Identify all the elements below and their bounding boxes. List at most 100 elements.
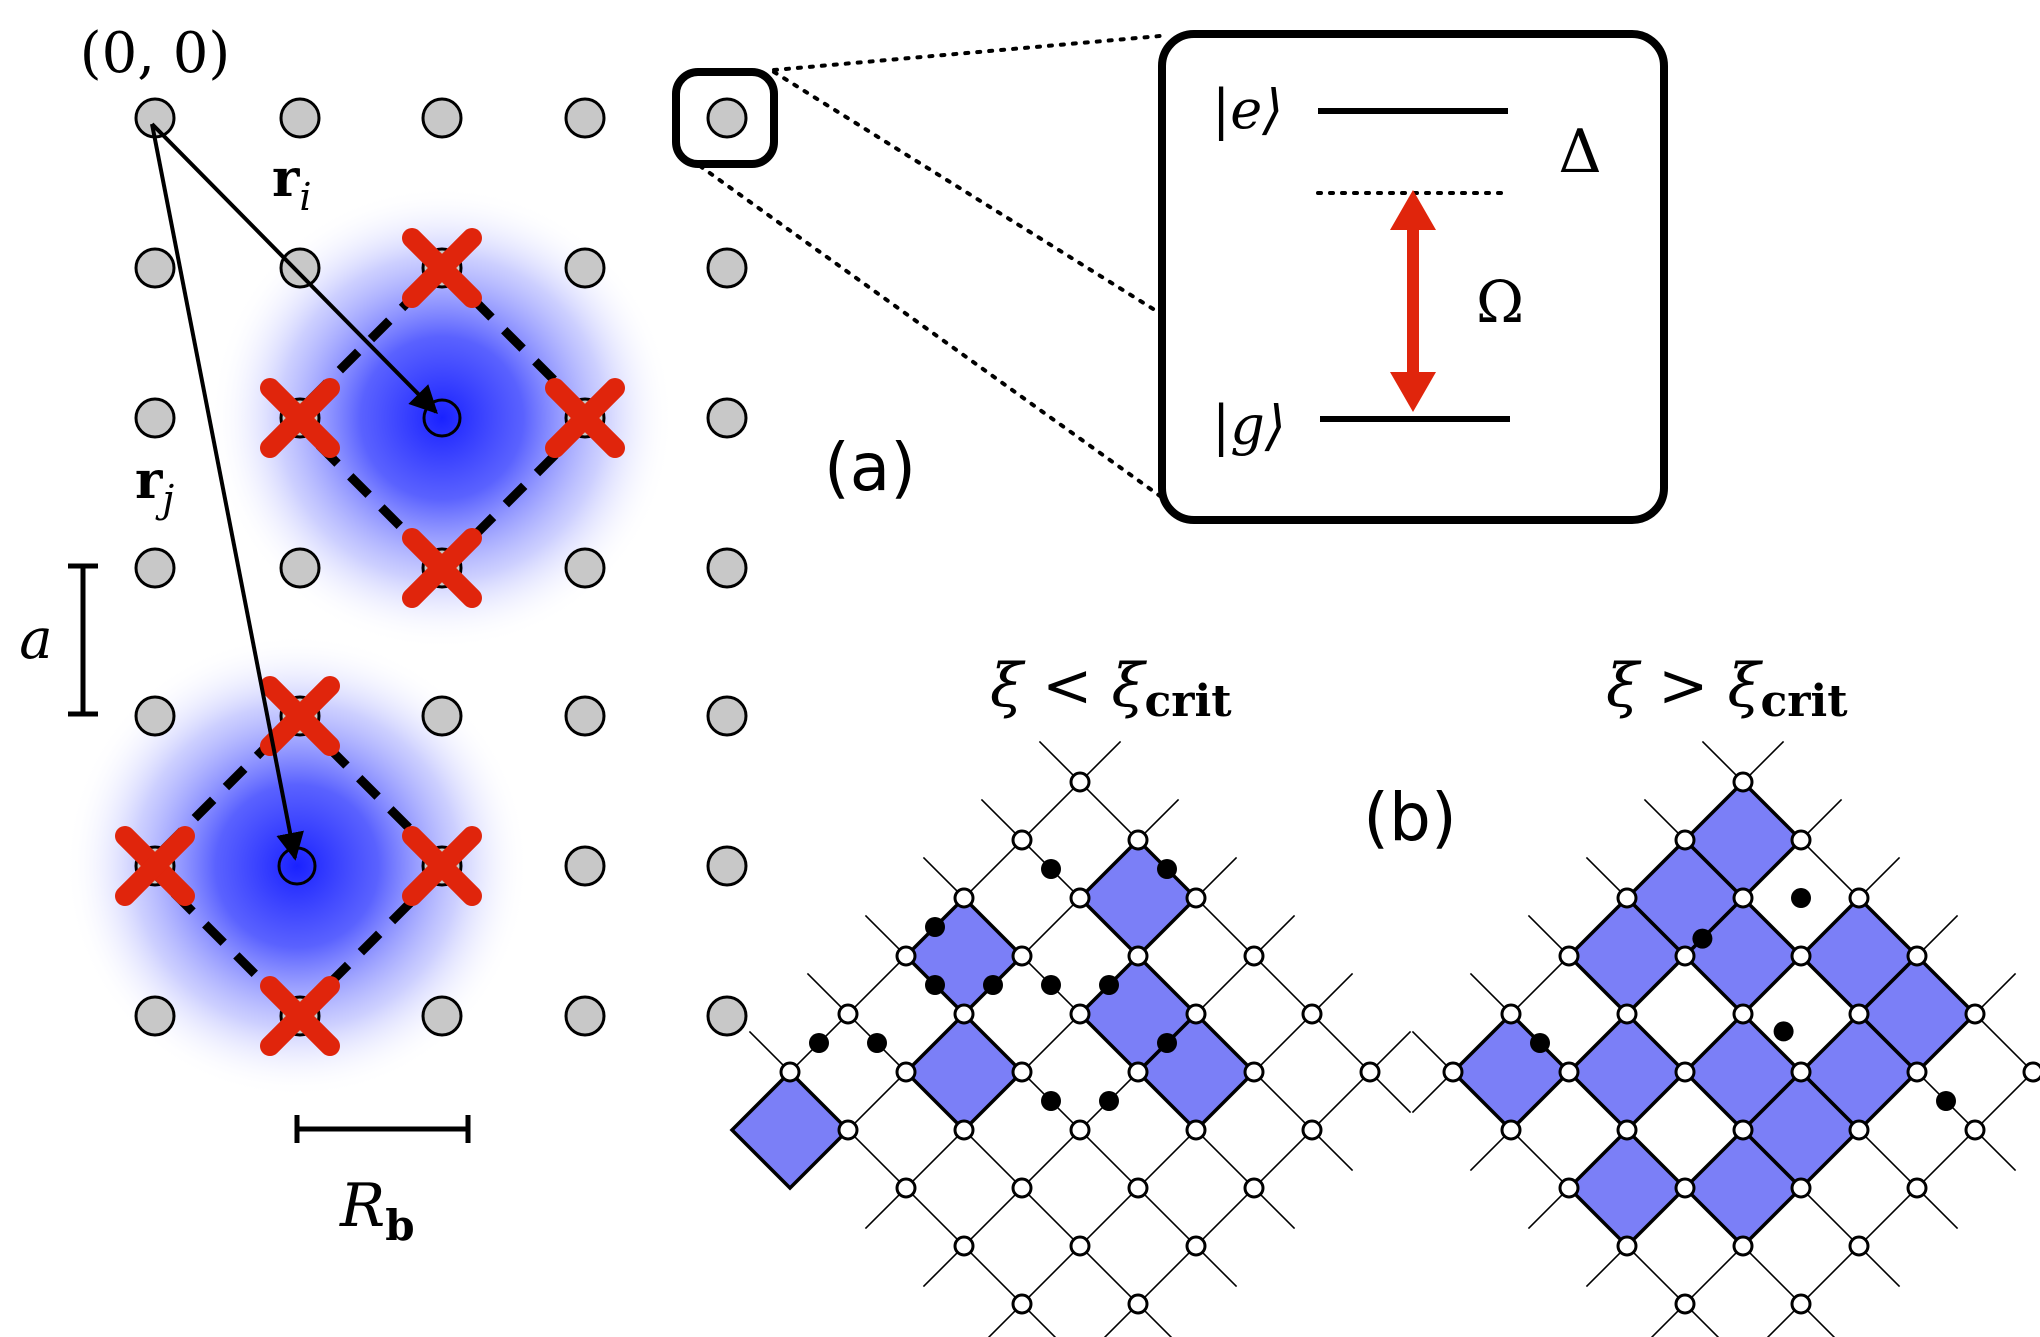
lattice-vertex (1185, 1003, 1207, 1025)
lattice-vertex (1127, 829, 1149, 851)
blockaded-sites (115, 228, 625, 1056)
left-config-title: ξ < ξcrit (990, 651, 1232, 727)
lattice-vertex (1301, 1119, 1323, 1141)
lattice-vertex (1011, 829, 1033, 851)
filled-plaquette (1566, 1011, 1688, 1133)
spacing-label: a (19, 607, 52, 672)
blockaded-site-cross (402, 826, 482, 906)
lattice-line (1038, 740, 1412, 1114)
lattice-vertex (953, 887, 975, 909)
lattice-vertex (1011, 945, 1033, 967)
lattice-vertex (1848, 1119, 1870, 1141)
center-site-i (422, 398, 462, 438)
lattice-vertex (1069, 1119, 1091, 1141)
lattice-vertex (1243, 1061, 1265, 1083)
blockade-diamond-j (140, 709, 454, 1023)
blockaded-site-cross (115, 826, 195, 906)
lattice-vertex (1964, 1003, 1986, 1025)
lattice-site (134, 397, 176, 439)
lattice-vertex (953, 1235, 975, 1257)
excited-atom-dot (1099, 975, 1119, 995)
excited-atom-dot (809, 1033, 829, 1053)
lattice-vertex (1674, 1177, 1696, 1199)
blockaded-site-cross (545, 378, 625, 458)
lattice-vertex (1127, 1061, 1149, 1083)
lattice-vertex (1674, 1293, 1696, 1315)
blockaded-site-cross (260, 976, 340, 1056)
lattice-vertex (779, 1061, 801, 1083)
lattice-vertex (1732, 1003, 1754, 1025)
detuning-label: Δ (1558, 117, 1601, 187)
ground-state-label: |g⟩ (1212, 394, 1286, 457)
excited-atom-dot (1157, 1033, 1177, 1053)
lattice-vertex (1127, 1177, 1149, 1199)
lattice-site (421, 97, 463, 139)
lattice-site (706, 695, 748, 737)
lattice-vertex (1301, 1003, 1323, 1025)
lattice-vertex (1069, 1003, 1091, 1025)
excited-atom-dot (1530, 1033, 1550, 1053)
lattice-vertex (1127, 945, 1149, 967)
lattice-vertex (1616, 1003, 1638, 1025)
excited-atom-dot (1791, 888, 1811, 908)
lattice-site (564, 695, 606, 737)
lattice-vertex (1500, 1119, 1522, 1141)
excited-atom-dot (925, 975, 945, 995)
filled-plaquette (1450, 1011, 1572, 1133)
lattice-site (706, 845, 748, 887)
lattice-site (564, 547, 606, 589)
lattice-vertex (1790, 1293, 1812, 1315)
lattice-vertex (895, 945, 917, 967)
filled-plaquette (729, 1069, 851, 1191)
lattice-vertex (1185, 1235, 1207, 1257)
lattice-vertex (1558, 1061, 1580, 1083)
lattice-vertex (1185, 1119, 1207, 1141)
panel-a: (0, 0) ri rj a Rb (19, 21, 1668, 1250)
lattice-site (564, 845, 606, 887)
lattice-vertex (1906, 1061, 1928, 1083)
lattice-vertex (1732, 1235, 1754, 1257)
lattice-line (806, 972, 1173, 1337)
dimer-lattice-left (729, 740, 1412, 1337)
zoom-highlight-box (672, 68, 778, 168)
lattice-vertex (837, 1119, 859, 1141)
lattice-vertex (1069, 887, 1091, 909)
excited-atom-dot (925, 917, 945, 937)
lattice-vertex (2022, 1061, 2040, 1083)
lattice-vertex (1848, 1003, 1870, 1025)
lattice-vertex (1790, 829, 1812, 851)
lattice-vertex (1790, 1061, 1812, 1083)
blockaded-site-cross (402, 228, 482, 308)
excited-state-label: |e⟩ (1212, 78, 1283, 141)
blockade-radius-label: Rb (339, 1171, 415, 1250)
rabi-frequency-label: Ω (1476, 268, 1524, 336)
excited-atom-dot (1041, 1091, 1061, 1111)
lattice-vertex (1243, 945, 1265, 967)
lattice-line (1103, 1030, 1412, 1337)
lattice-vertex (1558, 1177, 1580, 1199)
lattice-vertex (1732, 1119, 1754, 1141)
excited-atom-dot (1773, 1021, 1794, 1042)
blockaded-site-cross (402, 528, 482, 608)
lattice-site (134, 247, 176, 289)
lattice-vertex (1964, 1119, 1986, 1141)
excited-atom-dot (1099, 1091, 1119, 1111)
lattice-vertex (1069, 771, 1091, 793)
lattice-vertex (1674, 829, 1696, 851)
lattice-vertex (1732, 771, 1754, 793)
lattice-line (1766, 1063, 2040, 1337)
lattice-line (987, 972, 1354, 1337)
lattice-vertex (953, 1003, 975, 1025)
lattice-vertex (1127, 1293, 1149, 1315)
right-config-title: ξ > ξcrit (1606, 651, 1848, 727)
rabi-drive-arrow (1390, 190, 1436, 412)
filled-plaquette (903, 1011, 1025, 1133)
blockaded-site-cross (260, 676, 340, 756)
lattice-site (564, 97, 606, 139)
vector-j-label: rj (135, 450, 174, 521)
filled-plaquette (903, 895, 1025, 1017)
excited-atom-dot (1041, 859, 1061, 879)
panel-b-label: (b) (1363, 779, 1456, 856)
lattice-site (134, 995, 176, 1037)
